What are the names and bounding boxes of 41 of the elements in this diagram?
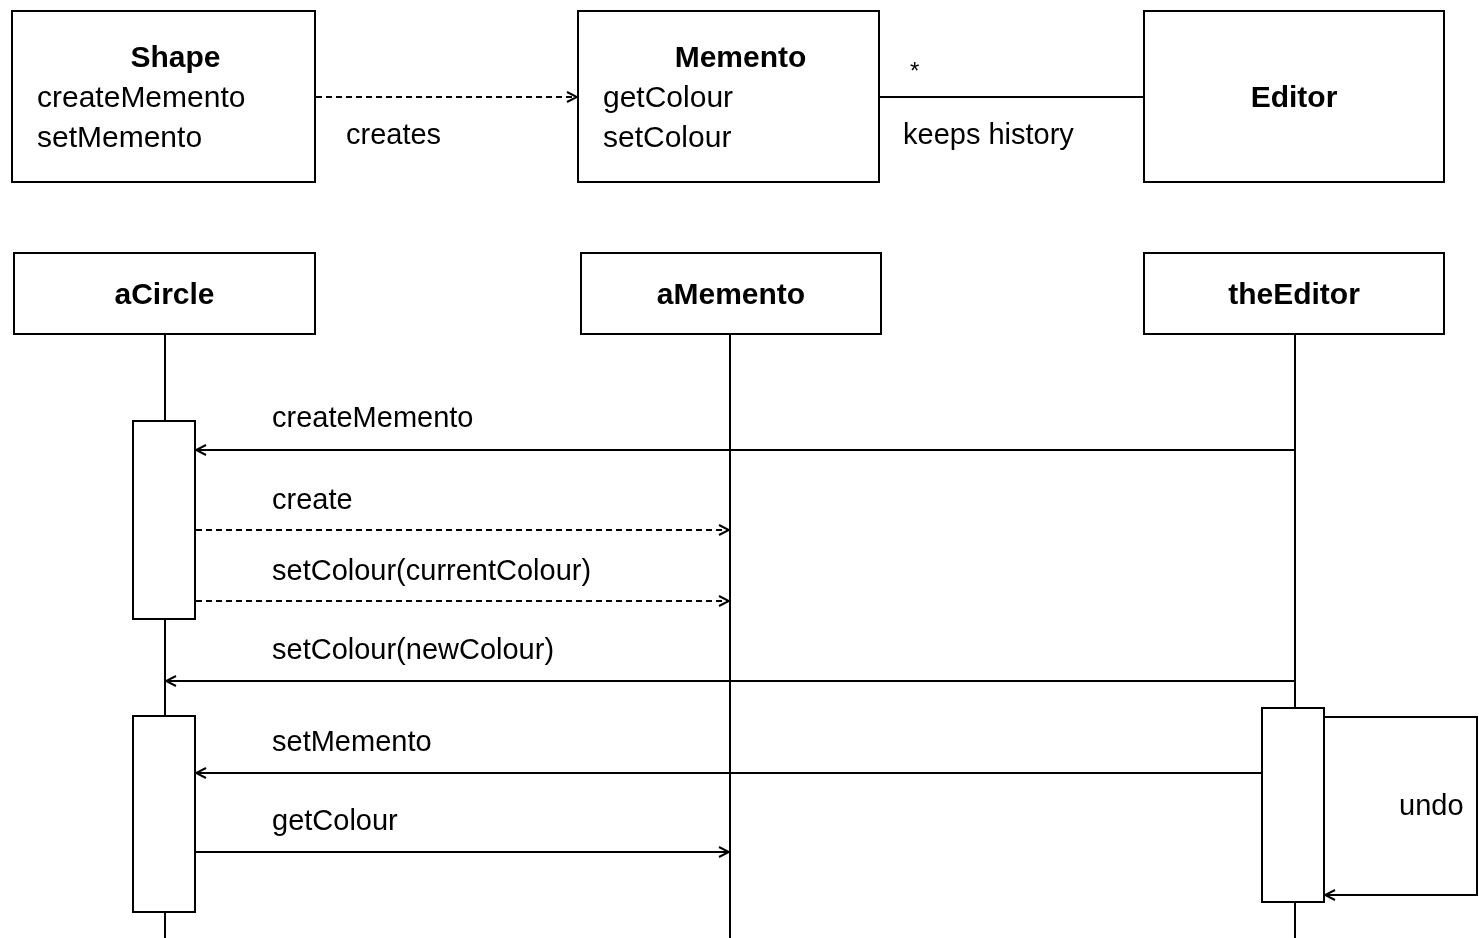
lifeline: [1294, 335, 1296, 938]
lifeline: [164, 335, 166, 938]
class-name: Memento: [674, 38, 807, 75]
class-box: [11, 10, 316, 183]
object-name: aCircle: [114, 275, 215, 312]
message-arrow: [1324, 716, 1478, 901]
edge-label: setColour(currentColour): [272, 553, 592, 588]
method-name: getColour: [603, 78, 734, 115]
object-name: Editor: [1250, 78, 1338, 115]
dashed-arrow: [315, 91, 578, 103]
object-box: [1143, 252, 1445, 335]
dashed-arrow: [195, 595, 730, 607]
method-name: createMemento: [37, 78, 246, 115]
object-name: aMemento: [656, 275, 806, 312]
message-arrow: [195, 444, 1295, 456]
message-arrow: [195, 767, 1262, 779]
multiplicity-label: *: [910, 56, 920, 86]
edge-label: createMemento: [272, 400, 474, 435]
method-name: setColour: [603, 118, 732, 155]
class-name: Shape: [130, 38, 221, 75]
association-line: [879, 96, 1144, 98]
edge-label: creates: [346, 117, 442, 152]
object-name: theEditor: [1228, 275, 1360, 312]
edge-label: setColour(newColour): [272, 632, 555, 667]
object-box: [580, 252, 882, 335]
edge-label: getColour: [272, 803, 398, 838]
message-arrow: [195, 846, 730, 858]
edge-label: create: [272, 482, 353, 517]
activation-bar: [1261, 707, 1325, 903]
edge-label: setMemento: [272, 724, 432, 759]
activation-bar: [132, 420, 196, 620]
edge-label: undo: [1399, 788, 1464, 823]
lifeline: [729, 335, 731, 938]
method-name: setMemento: [37, 118, 203, 155]
edge-label: keeps history: [903, 117, 1074, 152]
object-box: [1143, 10, 1445, 183]
object-box: [13, 252, 316, 335]
dashed-arrow: [195, 524, 730, 536]
activation-bar: [132, 715, 196, 913]
class-box: [577, 10, 880, 183]
message-arrow: [165, 675, 1295, 687]
